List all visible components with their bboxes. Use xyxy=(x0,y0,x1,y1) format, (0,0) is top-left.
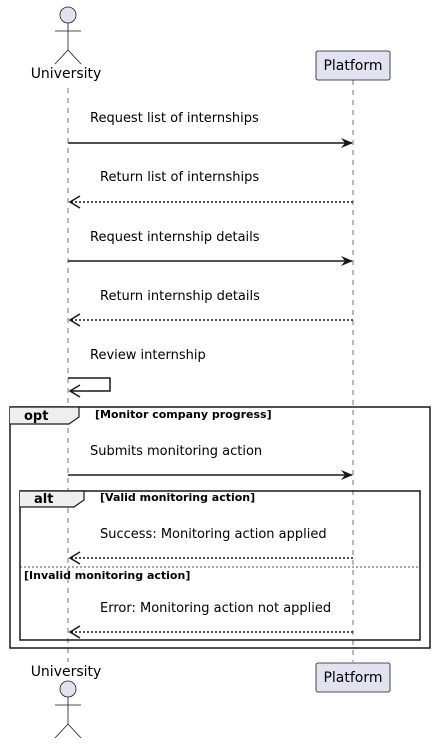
alt-frame-tag: alt xyxy=(34,492,53,507)
message-label-6: Submits monitoring action xyxy=(90,444,262,459)
platform-box-bottom: Platform xyxy=(315,662,391,693)
message-label-7: Success: Monitoring action applied xyxy=(100,527,327,542)
message-label-4: Return internship details xyxy=(100,289,260,304)
opt-frame-guard: [Monitor company progress] xyxy=(95,408,272,421)
alt-frame-guard: [Valid monitoring action] xyxy=(100,491,255,504)
alt-frame: alt [Valid monitoring action] [Invalid m… xyxy=(19,490,421,641)
message-label-5: Review internship xyxy=(90,348,206,363)
message-arrowhead-5 xyxy=(68,384,81,398)
platform-label-bottom: Platform xyxy=(323,670,382,686)
message-arrowhead-2 xyxy=(68,195,81,209)
platform-box-top: Platform xyxy=(315,50,391,81)
message-arrowhead-4 xyxy=(68,313,81,327)
university-label-top: University xyxy=(31,66,102,82)
opt-frame: opt [Monitor company progress] xyxy=(9,406,431,649)
opt-frame-tag: opt xyxy=(24,409,48,424)
university-actor-bottom: University xyxy=(31,664,102,739)
platform-label-top: Platform xyxy=(323,58,382,74)
message-label-8: Error: Monitoring action not applied xyxy=(100,601,331,616)
university-actor-top: University xyxy=(31,6,102,82)
message-label-1: Request list of internships xyxy=(90,111,259,126)
message-label-2: Return list of internships xyxy=(100,170,259,185)
message-arrowhead-7 xyxy=(68,551,81,565)
message-arrowhead-8 xyxy=(68,625,81,639)
message-arrow-5-self xyxy=(68,377,111,392)
university-label-bottom: University xyxy=(31,664,102,680)
message-label-3: Request internship details xyxy=(90,230,260,245)
alt-else-guard: [Invalid monitoring action] xyxy=(24,569,190,582)
